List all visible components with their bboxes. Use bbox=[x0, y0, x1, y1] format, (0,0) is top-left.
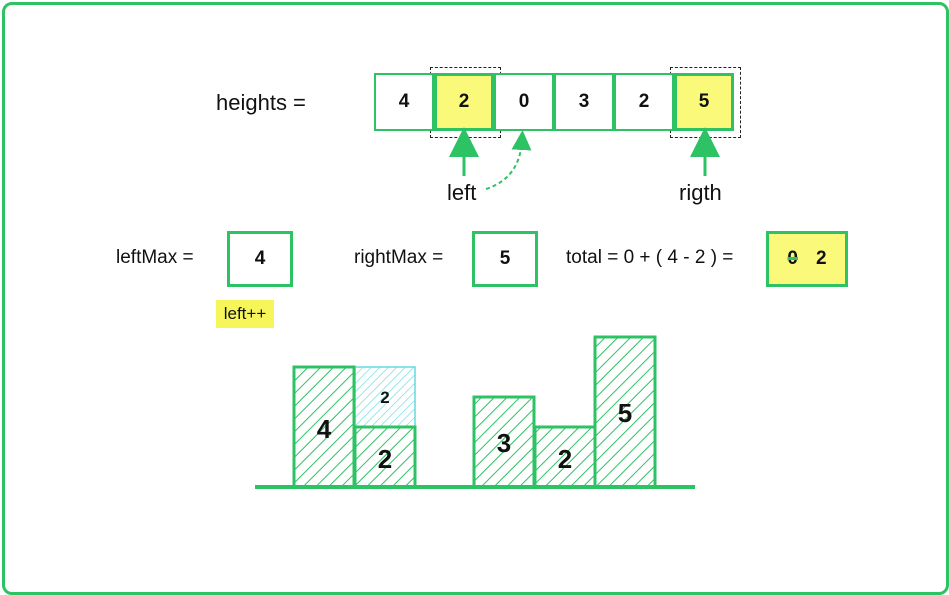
total-new-value: 2 bbox=[816, 248, 827, 269]
leftmax-value: 4 bbox=[227, 231, 293, 287]
array-cell-4: 2 bbox=[614, 73, 674, 131]
array-cell-0: 4 bbox=[374, 73, 434, 131]
leftmax-label: leftMax = bbox=[116, 247, 194, 268]
array-cell-3: 3 bbox=[554, 73, 614, 131]
rightmax-label: rightMax = bbox=[354, 247, 444, 268]
total-label: total = 0 + ( 4 - 2 ) = bbox=[566, 247, 734, 268]
array-cell-1: 2 bbox=[434, 73, 494, 131]
bar-1-label: 2 bbox=[378, 444, 392, 474]
array-cell-2: 0 bbox=[494, 73, 554, 131]
heights-label: heights = bbox=[216, 90, 306, 115]
step-note: left++ bbox=[216, 300, 274, 328]
move-arrow bbox=[485, 130, 532, 190]
bar-3 bbox=[472, 395, 536, 489]
water-label: 2 bbox=[380, 388, 389, 407]
right-pointer-label: rigth bbox=[679, 180, 722, 205]
bar-4-label: 2 bbox=[558, 444, 572, 474]
rightmax-value: 5 bbox=[472, 231, 538, 287]
bar-3-label: 3 bbox=[497, 428, 511, 458]
left-pointer-label: left bbox=[447, 180, 477, 205]
total-old-value: 0 bbox=[787, 248, 798, 269]
bar-5-label: 5 bbox=[618, 398, 632, 428]
array-cell-5: 5 bbox=[674, 73, 734, 131]
bar-0-label: 4 bbox=[317, 414, 332, 444]
total-box: 0 2 bbox=[766, 231, 848, 287]
